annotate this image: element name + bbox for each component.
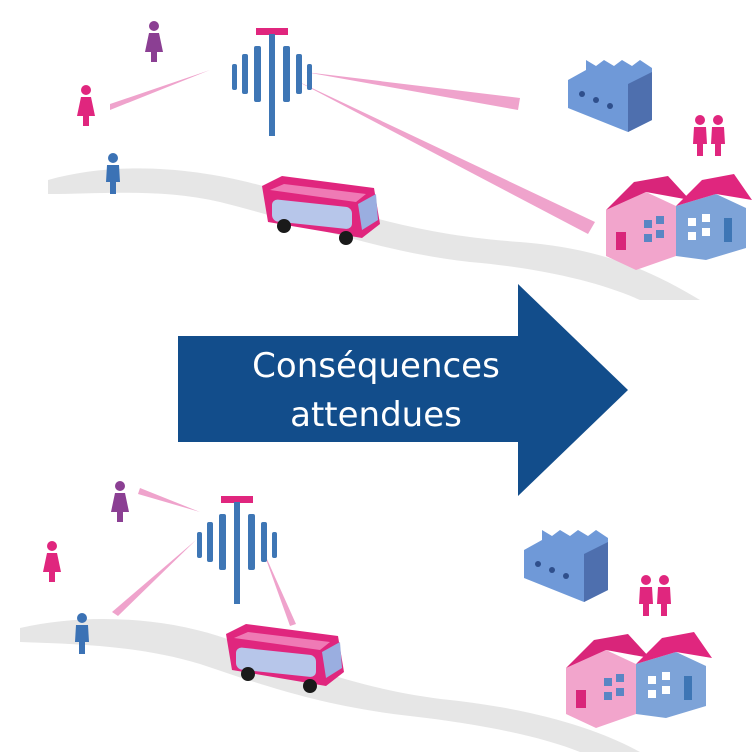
arrow-label-line1: Conséquences xyxy=(252,346,500,386)
road xyxy=(20,618,640,752)
person-icon xyxy=(77,85,95,126)
arrow-label-line2: attendues xyxy=(290,395,462,435)
person-icon xyxy=(639,575,653,616)
house-icon xyxy=(606,174,752,270)
scene-after xyxy=(20,481,712,752)
person-icon xyxy=(43,541,61,582)
person-icon xyxy=(75,613,89,654)
person-icon xyxy=(657,575,671,616)
consequences-arrow: Conséquences attendues xyxy=(178,284,628,496)
signal-beam-icon xyxy=(112,488,296,626)
person-icon xyxy=(145,21,163,62)
house-icon xyxy=(566,632,712,728)
person-icon xyxy=(711,115,725,156)
signal-beam-icon xyxy=(110,70,595,234)
scene-before xyxy=(48,21,752,300)
arrow-shape xyxy=(178,284,628,496)
factory-icon xyxy=(524,530,608,602)
road xyxy=(48,168,700,300)
factory-icon xyxy=(568,60,652,132)
bus-icon xyxy=(262,176,380,245)
person-icon xyxy=(693,115,707,156)
person-icon xyxy=(111,481,129,522)
antenna-icon xyxy=(197,496,277,604)
antenna-icon xyxy=(232,28,312,136)
